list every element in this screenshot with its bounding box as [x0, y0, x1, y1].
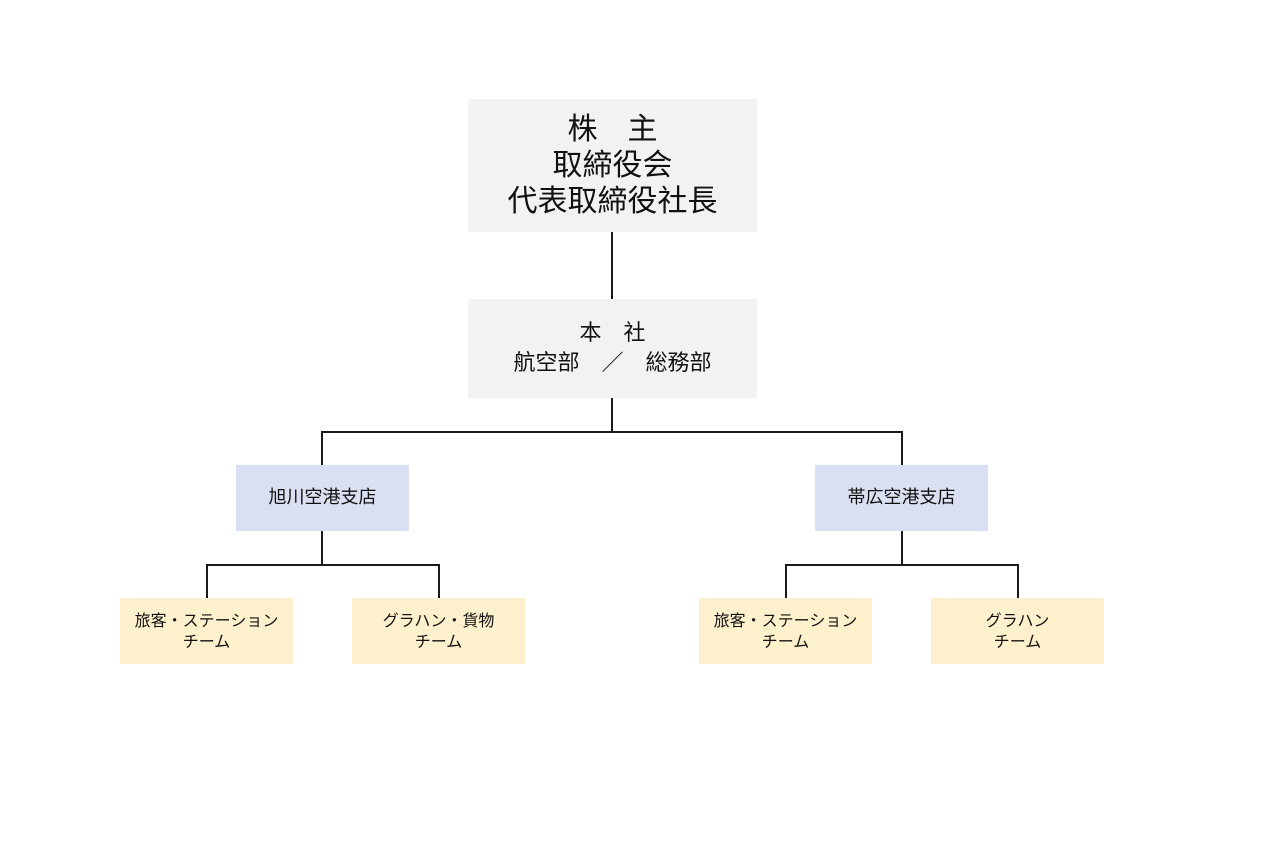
branch-obihiro-label: 帯広空港支店 — [847, 487, 956, 508]
team-suffix-label: チーム — [182, 632, 231, 651]
asahikawa-ground-handling-cargo-team-box: グラハン・貨物 チーム — [352, 598, 525, 664]
board-of-directors-label: 取締役会 — [552, 147, 673, 183]
team-name-label: 旅客・ステーション — [134, 611, 279, 630]
headquarters-label: 本 社 — [579, 320, 646, 346]
obihiro-passenger-station-team-box: 旅客・ステーション チーム — [699, 598, 872, 664]
team-name-label: グラハン・貨物 — [382, 611, 495, 630]
president-label: 代表取締役社長 — [507, 183, 718, 219]
headquarters-departments-label: 航空部 ／ 総務部 — [513, 350, 712, 376]
team-suffix-label: チーム — [993, 632, 1042, 651]
obihiro-ground-handling-team-box: グラハン チーム — [931, 598, 1104, 664]
headquarters-box: 本 社 航空部 ／ 総務部 — [468, 299, 757, 398]
team-name-label: グラハン — [985, 611, 1050, 630]
branch-asahikawa-box: 旭川空港支店 — [236, 465, 409, 531]
branch-asahikawa-label: 旭川空港支店 — [268, 487, 377, 508]
team-name-label: 旅客・ステーション — [713, 611, 858, 630]
branch-obihiro-box: 帯広空港支店 — [815, 465, 988, 531]
asahikawa-passenger-station-team-box: 旅客・ステーション チーム — [120, 598, 293, 664]
team-suffix-label: チーム — [414, 632, 463, 651]
team-suffix-label: チーム — [761, 632, 810, 651]
shareholders-label: 株 主 — [567, 111, 658, 147]
shareholders-board-president-box: 株 主 取締役会 代表取締役社長 — [468, 99, 757, 232]
